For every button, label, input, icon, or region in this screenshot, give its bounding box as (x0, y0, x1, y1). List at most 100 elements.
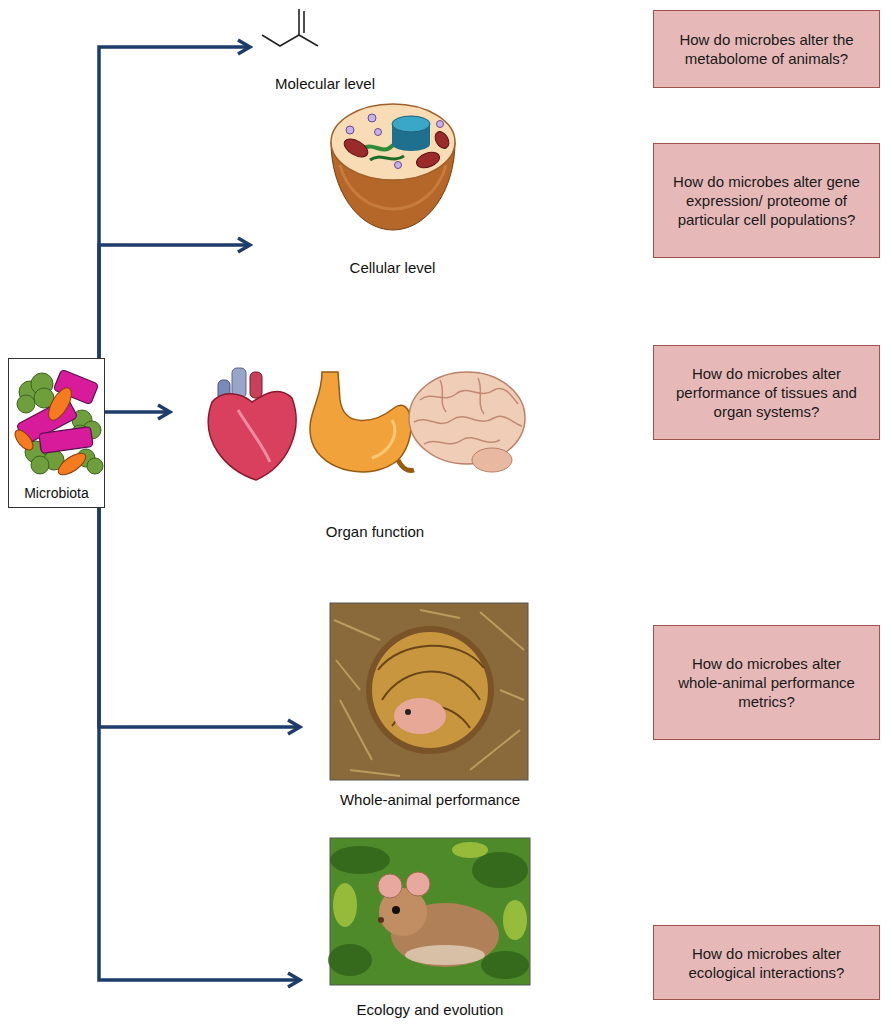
stomach-illustration (398, 460, 414, 471)
molecule-skeletal (298, 9, 300, 35)
hibernating-animal-photo (378, 646, 484, 670)
hibernating-animal-photo (340, 700, 372, 760)
question-box: How do microbes alter the metabolome of … (653, 10, 880, 88)
hibernating-animal-photo (405, 709, 411, 715)
heart-illustration (238, 410, 270, 462)
microbe-cluster (39, 426, 93, 453)
question-text: How do microbes alter ecological interac… (670, 944, 863, 982)
question-box: How do microbes alter performance of tis… (653, 345, 880, 440)
cell-illustration (341, 129, 451, 170)
node-label: Molecular level (275, 75, 375, 93)
microbe-cluster (31, 456, 49, 474)
mouse-habitat-photo (503, 900, 527, 940)
mouse-habitat-photo (405, 945, 485, 965)
question-box: How do microbes alter gene expression/ p… (653, 143, 880, 258)
level-panel: Organ function (170, 360, 580, 541)
mouse-habitat-photo (378, 917, 384, 923)
question-text: How do microbes alter performance of tis… (670, 364, 863, 421)
cell-illustration (395, 162, 402, 169)
mouse-habitat-photo (333, 883, 357, 927)
question-box: How do microbes alter whole-animal perfo… (653, 625, 880, 740)
hibernating-animal-photo (372, 632, 488, 748)
level-panel: Cellular level (250, 95, 535, 277)
cell-illustration (437, 121, 444, 128)
mouse-habitat-photo (328, 944, 372, 976)
mouse-habitat-photo (328, 846, 529, 979)
level-panel: Whole-animal performance (300, 600, 560, 809)
cell-illustration (370, 156, 404, 160)
mouse-habitat-photo (328, 838, 530, 985)
cell-illustration (331, 104, 455, 180)
cell-illustration (368, 114, 376, 122)
mouse-habitat-photo (392, 906, 400, 914)
cell-illustration (392, 116, 430, 132)
level-panel: Ecology and evolution (300, 835, 560, 1019)
hibernating-animal-photo (330, 603, 528, 780)
question-box: How do microbes alter ecological interac… (653, 925, 880, 1000)
heart-illustration (208, 368, 296, 480)
stomach-illustration (372, 420, 395, 458)
hibernating-animal-photo (420, 610, 460, 618)
level-panel: Molecular level (250, 5, 400, 93)
molecule-skeletal (303, 11, 305, 33)
brain-illustration (414, 416, 522, 426)
brain-illustration (409, 372, 525, 464)
brain-illustration (409, 372, 525, 472)
cell-illustration (375, 129, 382, 136)
hibernating-animal-photo (334, 620, 380, 640)
mouse-habitat-photo (378, 874, 402, 898)
molecule-skeletal (262, 35, 318, 46)
cell-illustration (414, 149, 441, 170)
heart-illustration (250, 372, 262, 398)
cell-illustration (331, 104, 455, 230)
hibernating-animal-photo (350, 770, 400, 776)
branch-arrow (99, 508, 300, 727)
question-text: How do microbes alter the metabolome of … (670, 30, 863, 68)
mouse-habitat-photo (406, 872, 430, 896)
question-text: How do microbes alter gene expression/ p… (670, 172, 863, 229)
microbe-cluster (55, 449, 89, 479)
heart-illustration (208, 391, 296, 480)
cell-illustration (432, 129, 451, 151)
hibernating-animal-photo (394, 698, 446, 734)
brain-illustration (472, 448, 512, 472)
microbe-cluster (17, 395, 35, 413)
stomach-illustration (310, 372, 414, 472)
microbe-cluster (12, 427, 37, 453)
microbe-cluster (12, 384, 89, 478)
microbe-cluster (87, 458, 103, 474)
cell-illustration (346, 114, 444, 169)
mouse-habitat-photo (330, 846, 390, 874)
hibernating-animal-photo (336, 660, 360, 690)
node-label: Organ function (326, 523, 424, 541)
hibernating-animal-photo (470, 730, 520, 770)
node-label: Microbiota (24, 485, 89, 501)
microbe-cluster (44, 384, 76, 423)
cell-illustration (341, 135, 371, 160)
brain-illustration (420, 388, 518, 404)
brain-illustration (478, 378, 484, 414)
hibernating-animal-photo (382, 671, 480, 700)
hibernating-animal-photo (500, 690, 524, 700)
hibernating-animal-photo (330, 603, 528, 780)
mouse-habitat-photo (481, 951, 529, 979)
branch-arrow (99, 47, 250, 358)
node-label: Cellular level (350, 259, 436, 277)
molecule-skeletal (262, 9, 318, 46)
mouse-habitat-photo (472, 852, 528, 888)
node-label: Ecology and evolution (357, 1001, 504, 1019)
cell-illustration (392, 137, 430, 151)
microbiota-box: Microbiota (8, 358, 105, 508)
hibernating-animal-photo (334, 610, 524, 776)
hibernating-animal-photo (366, 626, 494, 754)
brain-illustration (440, 380, 446, 412)
hibernating-animal-photo (480, 612, 524, 650)
brain-illustration (424, 438, 500, 444)
branch-arrow (99, 245, 250, 358)
branch-arrow (105, 410, 170, 414)
question-text: How do microbes alter whole-animal perfo… (670, 654, 863, 711)
branch-arrow (99, 508, 300, 980)
brain-illustration (414, 378, 522, 444)
node-label: Whole-animal performance (340, 791, 520, 809)
